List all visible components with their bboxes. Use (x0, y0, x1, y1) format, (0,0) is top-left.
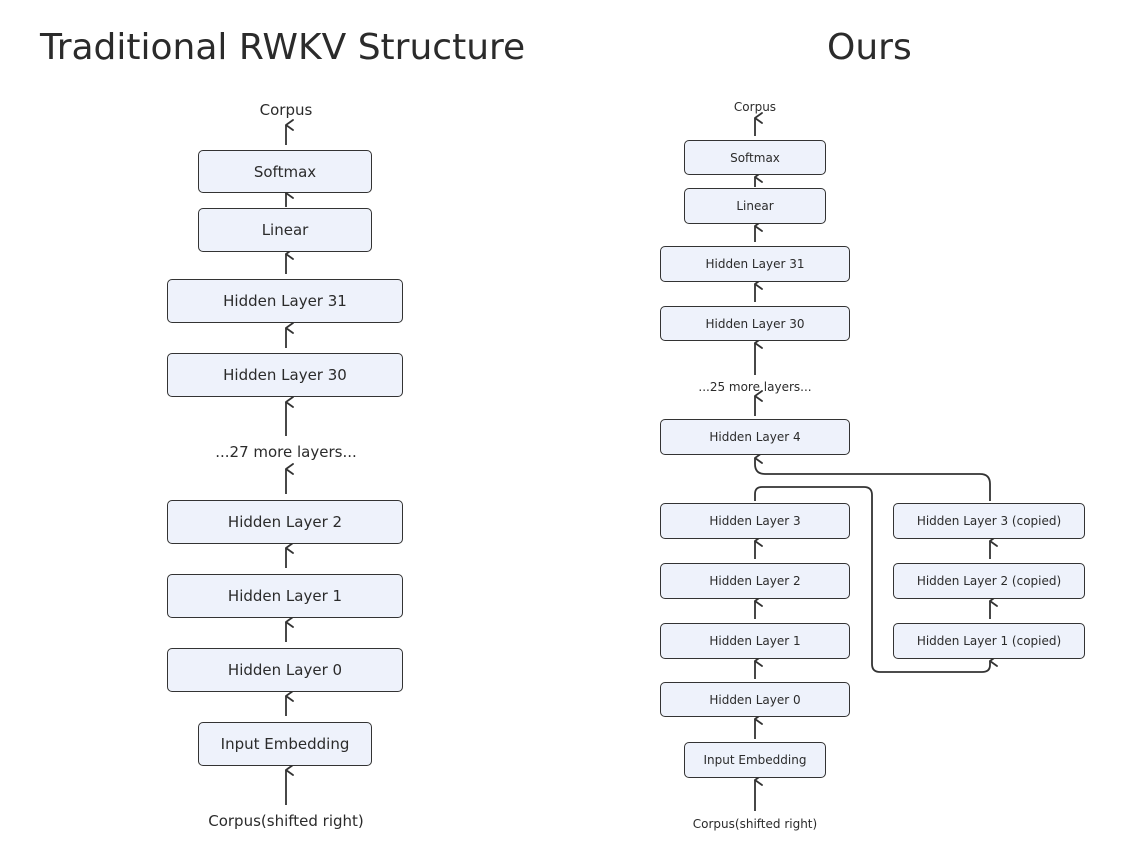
right-title: Ours (827, 27, 912, 68)
right-hidden-layer-30-box: Hidden Layer 30 (660, 306, 850, 341)
left-title: Traditional RWKV Structure (40, 27, 526, 68)
copied-hidden-layer-1-box: Hidden Layer 1 (copied) (893, 623, 1085, 659)
left-hidden-layer-2-box: Hidden Layer 2 (167, 500, 403, 544)
right-hidden-layer-1-box: Hidden Layer 1 (660, 623, 850, 659)
right-softmax-box: Softmax (684, 140, 826, 175)
right-linear-box: Linear (684, 188, 826, 224)
right-output-label: Corpus (733, 100, 777, 114)
right-input-embedding-box: Input Embedding (684, 742, 826, 778)
left-input-label: Corpus(shifted right) (208, 812, 364, 830)
left-more-layers-label: ...27 more layers... (215, 443, 357, 461)
left-input-embedding-box: Input Embedding (198, 722, 372, 766)
right-hidden-layer-0-box: Hidden Layer 0 (660, 682, 850, 717)
arrow-copied3-to-hl4 (754, 452, 991, 501)
left-hidden-layer-0-box: Hidden Layer 0 (167, 648, 403, 692)
left-softmax-box: Softmax (198, 150, 372, 193)
copied-hidden-layer-2-box: Hidden Layer 2 (copied) (893, 563, 1085, 599)
copied-hidden-layer-3-box: Hidden Layer 3 (copied) (893, 503, 1085, 539)
right-hidden-layer-31-box: Hidden Layer 31 (660, 246, 850, 282)
left-output-label: Corpus (259, 101, 313, 119)
right-input-label: Corpus(shifted right) (692, 817, 818, 831)
right-hidden-layer-2-box: Hidden Layer 2 (660, 563, 850, 599)
right-hidden-layer-3-box: Hidden Layer 3 (660, 503, 850, 539)
left-linear-box: Linear (198, 208, 372, 252)
left-hidden-layer-31-box: Hidden Layer 31 (167, 279, 403, 323)
right-more-layers-label: ...25 more layers... (698, 380, 812, 394)
right-hidden-layer-4-box: Hidden Layer 4 (660, 419, 850, 455)
left-hidden-layer-30-box: Hidden Layer 30 (167, 353, 403, 397)
left-hidden-layer-1-box: Hidden Layer 1 (167, 574, 403, 618)
arrow-hl3-to-copied1 (754, 486, 998, 673)
